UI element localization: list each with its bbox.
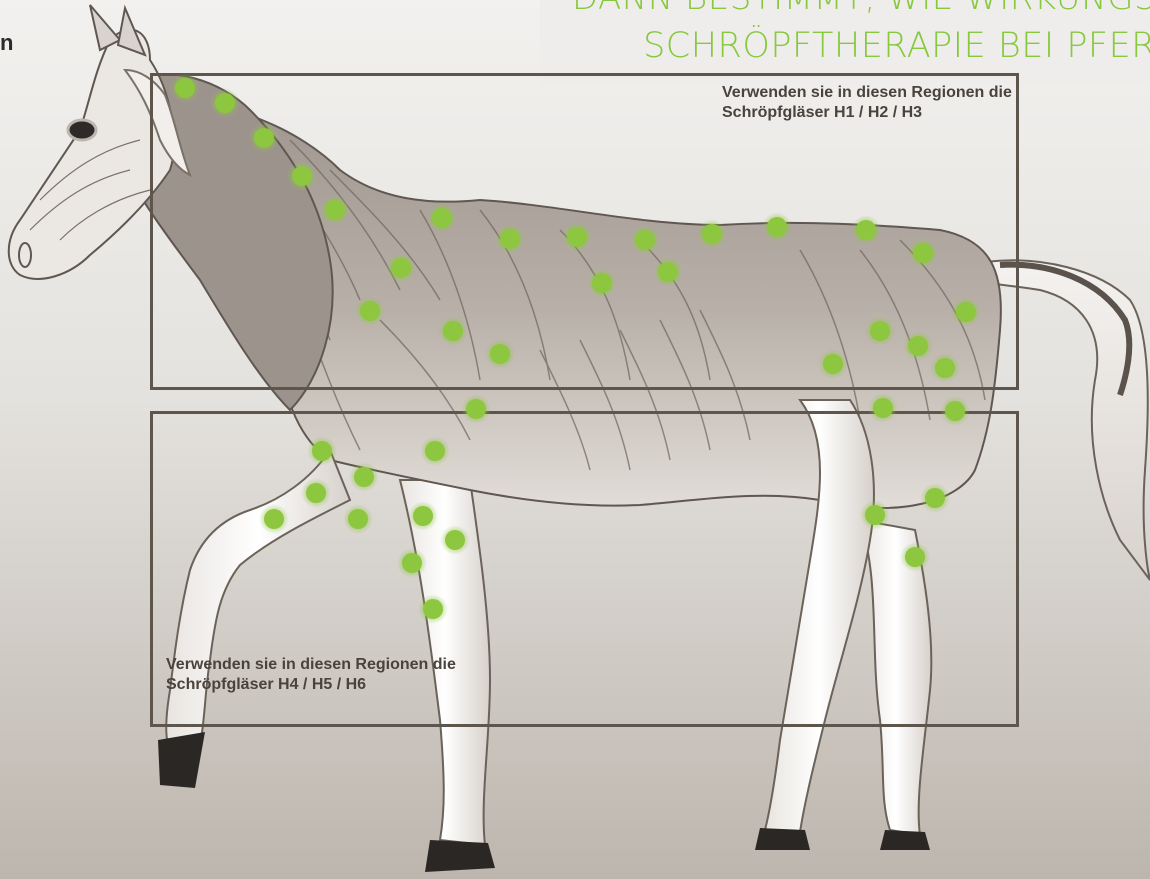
lower-region-label: Verwenden sie in diesen Regionen die Sch… xyxy=(166,655,456,695)
far-hind-hoof xyxy=(880,830,930,850)
near-hind-hoof xyxy=(755,828,810,850)
lower-label-line-1: Verwenden sie in diesen Regionen die xyxy=(166,655,456,675)
near-fore-hoof xyxy=(158,732,205,788)
upper-label-line-2: Schröpfgläser H1 / H2 / H3 xyxy=(722,103,1012,123)
lower-label-line-2: Schröpfgläser H4 / H5 / H6 xyxy=(166,675,456,695)
ear-left xyxy=(90,5,120,50)
upper-region-label: Verwenden sie in diesen Regionen die Sch… xyxy=(722,83,1012,123)
far-fore-hoof xyxy=(425,840,495,872)
eye xyxy=(68,120,96,140)
upper-label-line-1: Verwenden sie in diesen Regionen die xyxy=(722,83,1012,103)
